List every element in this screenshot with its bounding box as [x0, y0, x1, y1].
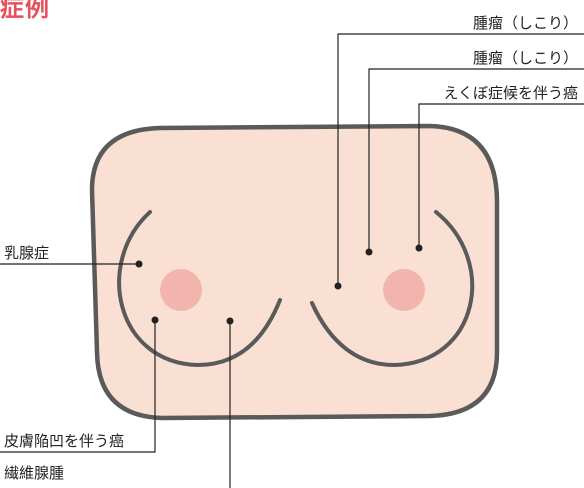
page-title: 症例 — [0, 0, 50, 22]
label-tumor-1: 腫瘤（しこり） — [472, 14, 578, 32]
point-tumor-2 — [365, 248, 373, 256]
label-mastopathy: 乳腺症 — [4, 244, 50, 262]
leader-skin-retraction — [0, 320, 156, 453]
label-fibroadenoma: 繊維腺腫 — [4, 464, 65, 482]
leader-tumor-1 — [337, 33, 584, 286]
label-skin-retraction-cancer: 皮膚陥凹を伴う癌 — [4, 432, 125, 450]
left-areola — [160, 269, 202, 311]
point-dimple-cancer — [415, 244, 423, 252]
right-breast-outline — [310, 210, 475, 368]
right-areola — [383, 269, 425, 311]
left-breast-outline — [117, 210, 282, 368]
label-tumor-2: 腫瘤（しこり） — [472, 49, 578, 67]
point-tumor-1 — [334, 282, 342, 290]
torso-shape — [89, 123, 500, 421]
point-mastopathy — [135, 260, 143, 268]
leader-tumor-2 — [368, 68, 584, 252]
label-dimple-cancer: えくぼ症候を伴う癌 — [443, 84, 578, 102]
leader-dimple-cancer — [418, 103, 584, 248]
point-skin-retraction — [151, 316, 159, 324]
point-fibroadenoma — [226, 317, 234, 325]
